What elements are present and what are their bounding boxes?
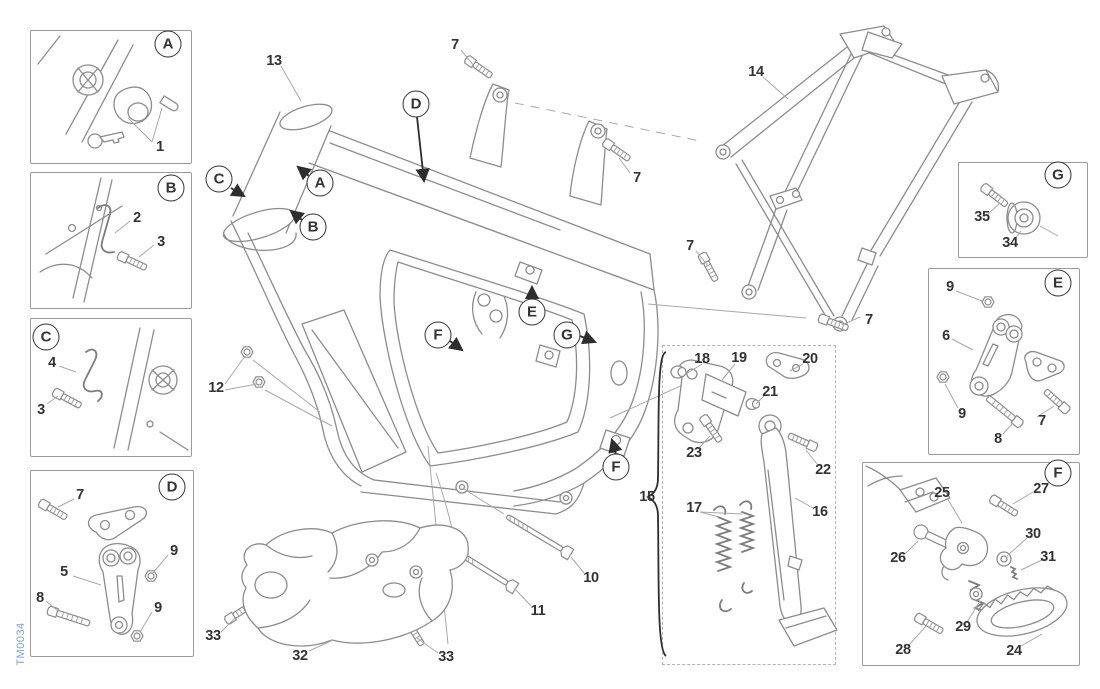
callout-22: 22 bbox=[815, 462, 831, 478]
box-letter-e: E bbox=[1044, 269, 1072, 297]
callout-7: 7 bbox=[686, 238, 694, 254]
frame-letter-c: C bbox=[205, 165, 233, 193]
callout-15: 15 bbox=[639, 489, 655, 505]
callout-28: 28 bbox=[895, 642, 911, 658]
frame-letter-g: G bbox=[553, 321, 581, 349]
callout-3: 3 bbox=[157, 234, 165, 250]
long-bolt-11-icon bbox=[449, 543, 520, 595]
callout-34: 34 bbox=[1002, 235, 1018, 251]
callout-8: 8 bbox=[36, 590, 44, 606]
box-letter-b: B bbox=[157, 174, 185, 202]
callout-4: 4 bbox=[48, 355, 56, 371]
callout-17: 17 bbox=[686, 500, 702, 516]
callout-10: 10 bbox=[583, 570, 599, 586]
callout-3: 3 bbox=[37, 402, 45, 418]
figure-code: TM0034 bbox=[15, 622, 27, 666]
callout-27: 27 bbox=[1033, 481, 1049, 497]
callout-29: 29 bbox=[955, 619, 971, 635]
long-bolt-10-icon bbox=[503, 510, 575, 561]
callout-32: 32 bbox=[292, 648, 308, 664]
callout-7: 7 bbox=[633, 170, 641, 186]
callout-7: 7 bbox=[865, 312, 873, 328]
callout-9: 9 bbox=[946, 279, 954, 295]
box-letter-a: A bbox=[154, 30, 182, 58]
callout-35: 35 bbox=[974, 209, 990, 225]
letter-arrows bbox=[229, 116, 623, 455]
frame-letter-e: E bbox=[518, 298, 546, 326]
callout-16: 16 bbox=[812, 504, 828, 520]
callout-1: 1 bbox=[156, 139, 164, 155]
frame-letter-d: D bbox=[402, 90, 430, 118]
callout-33: 33 bbox=[205, 628, 221, 644]
box-letter-c: C bbox=[32, 323, 60, 351]
callout-5: 5 bbox=[60, 564, 68, 580]
callout-21: 21 bbox=[762, 384, 778, 400]
callout-26: 26 bbox=[890, 550, 906, 566]
callout-12: 12 bbox=[208, 380, 224, 396]
callout-18: 18 bbox=[694, 351, 710, 367]
callout-7: 7 bbox=[1038, 413, 1046, 429]
frame-letter-f-lower: F bbox=[602, 453, 630, 481]
box-letter-d: D bbox=[158, 473, 186, 501]
callout-14: 14 bbox=[748, 64, 764, 80]
callout-9: 9 bbox=[170, 543, 178, 559]
box-letter-f: F bbox=[1044, 459, 1072, 487]
frame-letter-f-upper: F bbox=[424, 321, 452, 349]
callout-2: 2 bbox=[133, 210, 141, 226]
callout-6: 6 bbox=[942, 328, 950, 344]
callout-19: 19 bbox=[731, 350, 747, 366]
callout-13: 13 bbox=[266, 53, 282, 69]
callout-23: 23 bbox=[686, 445, 702, 461]
callout-7: 7 bbox=[76, 487, 84, 503]
frame-letter-b: B bbox=[299, 213, 327, 241]
callout-30: 30 bbox=[1025, 526, 1041, 542]
callout-24: 24 bbox=[1006, 643, 1022, 659]
callout-31: 31 bbox=[1040, 549, 1056, 565]
callout-7: 7 bbox=[451, 37, 459, 53]
skidplate-drawing bbox=[241, 520, 469, 647]
callout-25: 25 bbox=[934, 485, 950, 501]
callout-9: 9 bbox=[154, 600, 162, 616]
callout-9: 9 bbox=[958, 406, 966, 422]
callout-33: 33 bbox=[438, 649, 454, 665]
frame-letter-a: A bbox=[306, 169, 334, 197]
box-letter-g: G bbox=[1044, 161, 1072, 189]
callout-8: 8 bbox=[994, 431, 1002, 447]
callout-11: 11 bbox=[530, 603, 546, 619]
frame-drawing bbox=[222, 83, 659, 645]
callout-20: 20 bbox=[802, 351, 818, 367]
